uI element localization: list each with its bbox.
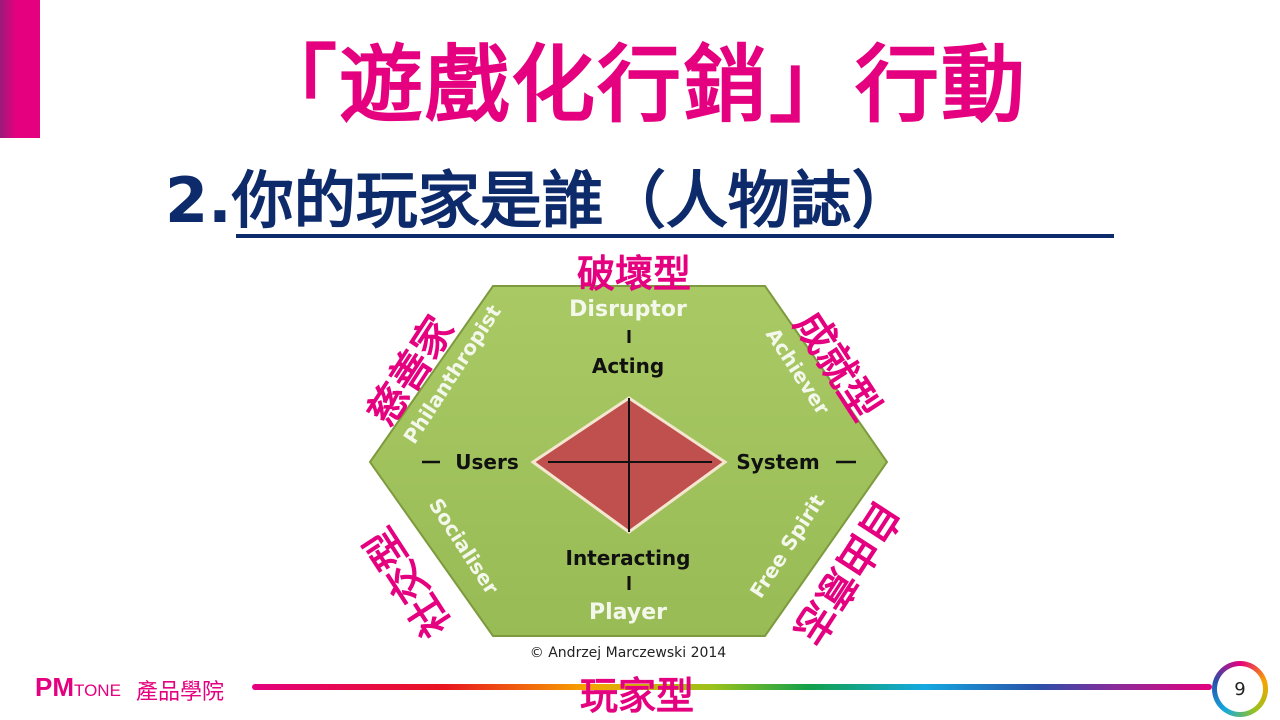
- subtitle-underline: [236, 234, 1114, 238]
- subtitle-text: 你的玩家是誰（人物誌）: [231, 164, 914, 237]
- accent-bar: [0, 0, 40, 138]
- subtitle-number: 2.: [165, 164, 232, 237]
- slide-title: 「遊戲化行銷」行動: [252, 36, 1027, 134]
- label-system: System: [736, 450, 819, 474]
- label-acting: Acting: [592, 354, 664, 378]
- zh-label-bottom: 玩家型: [580, 674, 695, 718]
- zh-label-top: 破壞型: [577, 252, 692, 296]
- slide-subtitle: 2.你的玩家是誰（人物誌）: [165, 150, 914, 240]
- label-disruptor: Disruptor: [569, 297, 687, 322]
- copyright: © Andrzej Marczewski 2014: [530, 645, 727, 661]
- school-name: 產品學院: [136, 680, 225, 705]
- pmtone-logo: PMTONE: [35, 672, 121, 702]
- label-users: Users: [455, 450, 518, 474]
- footer-rainbow-line: [252, 684, 1212, 690]
- label-player: Player: [589, 600, 667, 625]
- player-types-hexagon: Disruptor Acting Interacting Player User…: [368, 285, 889, 661]
- label-interacting: Interacting: [566, 546, 691, 570]
- page-number: 9: [1212, 661, 1268, 717]
